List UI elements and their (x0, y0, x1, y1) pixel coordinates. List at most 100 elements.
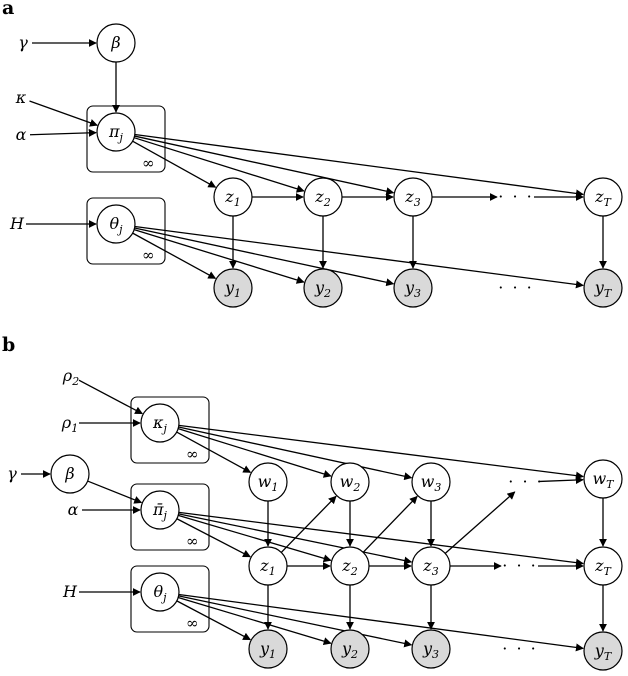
node-label: α (16, 125, 27, 144)
plate-infinity-label: ∞ (142, 246, 155, 264)
latent-node-circle (96, 23, 136, 63)
node-label-subscript: j (116, 223, 123, 236)
edge-a-pi-to-z3 (134, 135, 395, 196)
node-label-base: y (594, 641, 605, 660)
observed-node-circle (583, 268, 623, 308)
node-label-base: w (258, 472, 272, 491)
node-b-pibar: π̄j (140, 490, 180, 530)
b-plate-kappa: ∞ (130, 396, 210, 464)
node-label: θj (153, 582, 167, 604)
node-label: y1 (224, 278, 241, 300)
node-label-subscript: j (161, 422, 168, 435)
latent-node-circle (140, 490, 180, 530)
node-label-base: α (68, 500, 79, 519)
node-label-subscript: 2 (71, 375, 79, 388)
node-label: · · · (508, 472, 543, 491)
node-label: w3 (421, 472, 442, 494)
edge-b-z2-to-w3 (362, 495, 418, 553)
edge-b-pibar-to-zT (178, 511, 584, 567)
observed-node-circle (583, 631, 623, 671)
edge-a-theta-to-y2 (133, 228, 305, 284)
edge-b-theta-to-y1 (176, 600, 252, 641)
node-label: y3 (404, 278, 421, 300)
plate-box (130, 483, 210, 551)
node-label-subscript: j (117, 131, 124, 144)
node-label: γ (7, 464, 17, 483)
node-label: zT (594, 556, 612, 578)
node-b-zT: zT (583, 546, 623, 586)
node-label: κ (15, 88, 27, 107)
node-label-subscript: 3 (414, 196, 421, 209)
plate-box (130, 396, 210, 464)
node-label-base: H (62, 582, 78, 601)
observed-node-circle (303, 268, 343, 308)
node-label: β (110, 33, 120, 52)
edge-b-pibar-to-z1 (176, 518, 251, 558)
node-b-rho1: ρ1 (61, 413, 78, 435)
latent-node-circle (248, 546, 288, 586)
node-label-base: π (108, 122, 120, 141)
edge-a-pi-to-z2 (133, 137, 305, 193)
node-b-w3: w3 (411, 462, 451, 502)
plate-box (86, 105, 166, 173)
node-label-subscript: 1 (234, 287, 241, 300)
node-label: γ (18, 33, 28, 52)
node-b-H: H (62, 582, 78, 601)
node-label-base: β (110, 33, 120, 52)
node-label: · · · (502, 556, 537, 575)
a-plate-pi: ∞ (86, 105, 166, 173)
node-label: α (68, 500, 79, 519)
node-label-subscript: 1 (269, 565, 276, 578)
edge-b-z3-to-wdots (444, 491, 516, 554)
node-label-subscript: 2 (323, 196, 331, 209)
node-label: z2 (314, 187, 330, 209)
node-a-kappa: κ (15, 88, 27, 107)
node-label: · · · (502, 639, 537, 658)
node-label: wT (592, 469, 615, 491)
node-label-subscript: T (604, 287, 613, 300)
node-a-z1: z1 (213, 177, 253, 217)
edge-a-alpha-to-pi (29, 128, 97, 137)
node-label-base: y (314, 278, 325, 297)
node-label: zT (594, 187, 612, 209)
node-label: yT (594, 278, 613, 300)
node-label-base: y (259, 639, 270, 658)
plate-infinity-label: ∞ (142, 154, 155, 172)
latent-node-circle (96, 204, 136, 244)
edge-b-wdots-to-wT (539, 476, 584, 485)
node-label: w2 (340, 472, 361, 494)
node-label-subscript: 1 (269, 648, 276, 661)
node-label-base: γ (18, 33, 28, 52)
latent-node-circle (140, 403, 180, 443)
node-a-gamma: γ (18, 33, 28, 52)
edge-b-theta-to-yT (178, 593, 584, 652)
node-b-y2: y2 (330, 629, 370, 669)
node-label-base: z (341, 556, 351, 575)
node-label: · · · (498, 278, 533, 297)
node-label-base: z (422, 556, 432, 575)
observed-node-circle (330, 629, 370, 669)
node-b-w1: w1 (248, 462, 288, 502)
node-label-base: w (592, 469, 606, 488)
edge-b-kappa-to-w3 (178, 426, 413, 481)
node-label-base: y (404, 278, 415, 297)
panel-label-a: a (2, 0, 14, 19)
node-label-subscript: T (604, 196, 613, 209)
node-label-base: ρ (62, 366, 73, 385)
edge-b-rho2-to-kappa (78, 379, 144, 415)
latent-node-circle (50, 454, 90, 494)
plate-box (86, 197, 166, 265)
plate-infinity-label: ∞ (186, 614, 199, 632)
node-label-subscript: j (161, 509, 168, 522)
node-b-zdots: · · · (502, 556, 537, 575)
node-label-subscript: 1 (234, 196, 241, 209)
node-label: β (64, 464, 74, 483)
node-a-beta: β (96, 23, 136, 63)
node-label-base: z (594, 187, 604, 206)
node-label-subscript: 3 (434, 481, 441, 494)
edge-a-theta-to-y1 (132, 232, 217, 279)
node-label-base: κ (15, 88, 27, 107)
latent-node-circle (393, 177, 433, 217)
node-b-wT: wT (583, 459, 623, 499)
node-label-base: w (421, 472, 435, 491)
